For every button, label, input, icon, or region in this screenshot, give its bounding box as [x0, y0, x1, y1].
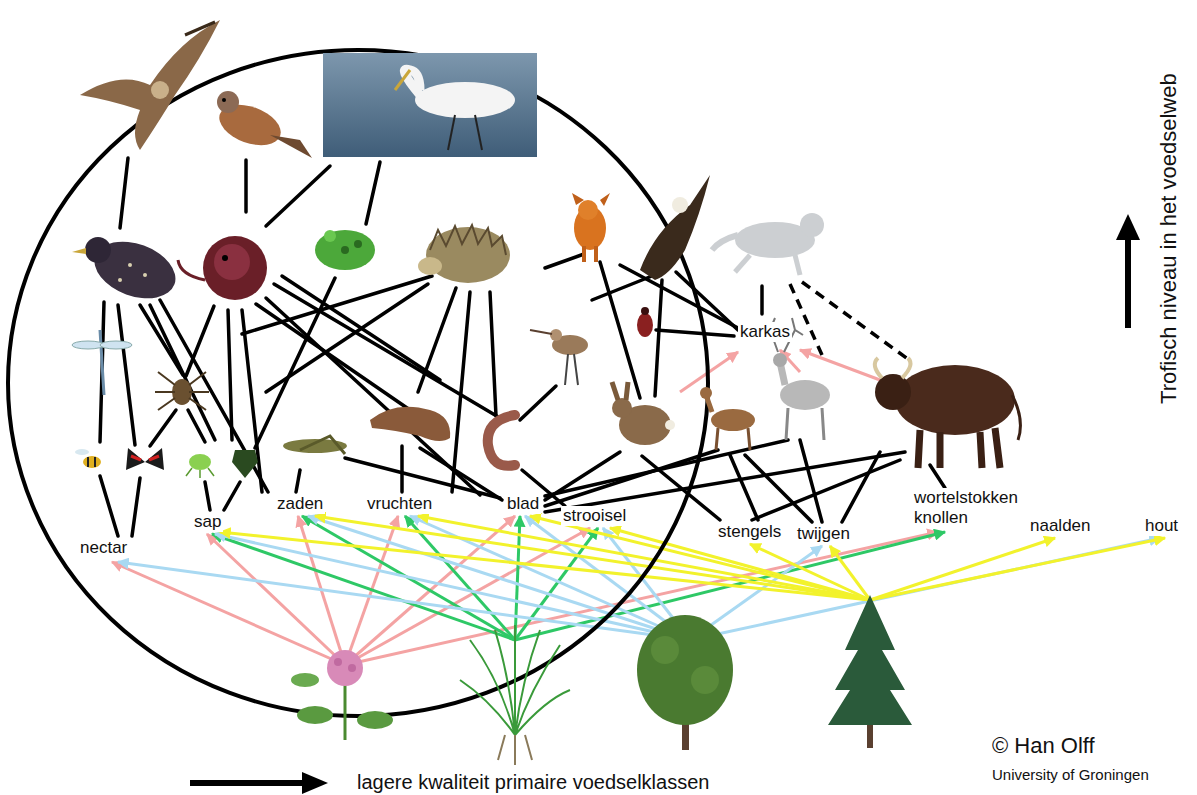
axis-label: lagere kwaliteit primaire voedselklassen	[355, 771, 711, 794]
food-class: vruchten	[365, 494, 434, 514]
food-class: stengels	[716, 522, 783, 542]
affiliation-note: University of Groningen	[990, 766, 1151, 783]
spider	[155, 372, 209, 410]
food-class: twijgen	[795, 524, 852, 544]
frog	[315, 230, 375, 270]
grasshopper	[283, 436, 347, 454]
food-class: strooisel	[561, 506, 628, 526]
enclosing-circle	[8, 50, 708, 716]
egret-photo	[323, 53, 537, 157]
harrier	[80, 20, 220, 150]
dragonfly	[72, 330, 132, 395]
feeding-links	[100, 158, 945, 536]
axis-label: Trofisch niveau in het voedselweb	[1155, 71, 1180, 406]
aurochs	[875, 358, 1021, 468]
food-class: nectar	[78, 538, 129, 558]
green-arrows	[212, 516, 945, 640]
rabbit	[612, 382, 675, 445]
spruce	[828, 595, 912, 748]
trophic-arrow	[1116, 214, 1140, 328]
blue-arrows	[118, 516, 1160, 640]
pink-arrows	[112, 516, 938, 665]
clover	[291, 650, 393, 740]
food-class: naalden	[1028, 516, 1093, 536]
deciduous-tree	[637, 615, 733, 750]
food-class: sap	[192, 512, 223, 532]
butterfly	[126, 448, 164, 470]
food-class: blad	[505, 494, 541, 514]
quality-arrow	[190, 772, 328, 794]
food-class: wortelstokken knollen	[912, 488, 1038, 527]
food-class: hout	[1143, 516, 1180, 536]
food-class: zaden	[275, 494, 325, 514]
grass	[460, 625, 570, 765]
godwit	[530, 329, 588, 385]
carcass-label: karkas	[738, 322, 792, 342]
copyright-note: © Han Olff	[990, 733, 1097, 758]
yellow-arrows	[220, 516, 1165, 600]
wolf-links	[790, 282, 912, 362]
carrion-beetle	[637, 307, 653, 337]
fox	[572, 193, 610, 262]
shield-bug	[232, 450, 258, 478]
hoverfly	[75, 449, 101, 468]
starling	[72, 231, 183, 309]
carcass-arrows	[680, 350, 880, 392]
aphid	[186, 454, 214, 478]
shrew	[178, 236, 267, 300]
roe-deer	[700, 387, 755, 450]
eagle	[640, 175, 710, 280]
hedgehog	[418, 225, 510, 283]
kestrel	[214, 91, 312, 158]
slug	[370, 407, 450, 441]
wolf	[712, 213, 824, 275]
earthworm	[488, 415, 515, 466]
